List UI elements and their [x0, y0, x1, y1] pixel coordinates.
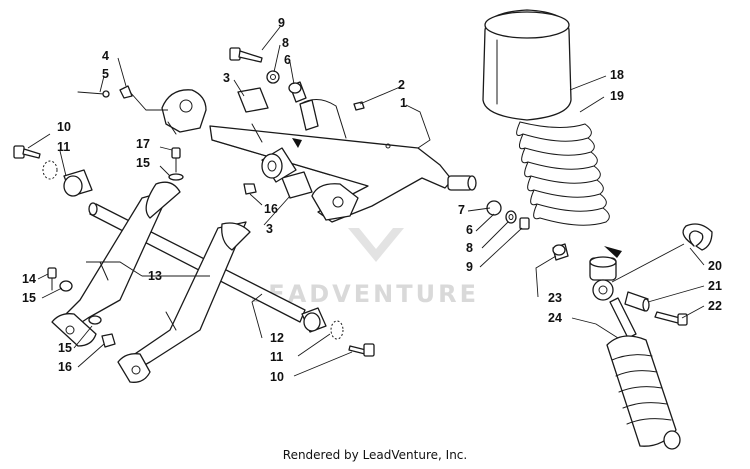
callout-8-right: 8: [466, 241, 473, 255]
shock-spring-part-19: [516, 121, 610, 226]
shock-absorber: [482, 9, 713, 450]
callout-22: 22: [708, 299, 722, 313]
callout-15-lower: 15: [58, 341, 72, 355]
callout-15-left: 15: [22, 291, 36, 305]
callout-6-top: 6: [284, 53, 291, 67]
credit-text: Rendered by LeadVenture, Inc.: [282, 448, 468, 462]
callout-24: 24: [548, 311, 562, 325]
bolt-part-14: [47, 267, 57, 291]
callout-21: 21: [708, 279, 722, 293]
callout-2: 2: [398, 78, 405, 92]
washer-part-11-left: [42, 160, 58, 180]
callout-10-right: 10: [270, 370, 284, 384]
nut-part-16-upper: [243, 183, 257, 195]
callout-1: 1: [400, 96, 407, 110]
shock-rod-part-24: [609, 297, 637, 339]
torque-arm-part-13-right: [117, 221, 251, 383]
callout-3-top: 3: [223, 71, 230, 85]
shock-body: [606, 335, 681, 450]
callout-7: 7: [458, 203, 465, 217]
callouts: 9 8 6 4 5 3 2 1 10 11 17 15 16 3 7 6 8 9…: [22, 16, 722, 384]
bushing-part-6-upper: [288, 81, 307, 103]
bushing-part-12-left: [63, 169, 93, 197]
callout-11-left: 11: [57, 140, 70, 154]
arrow-marker-icon: [604, 246, 622, 258]
washer-part-8-upper: [266, 70, 280, 84]
arm-bushing-sleeve: [261, 147, 297, 183]
callout-16-upper: 16: [264, 202, 278, 216]
a-arm-ball-joint: [447, 175, 477, 191]
callout-9-right: 9: [466, 260, 473, 274]
cotter-pin-part-5: [77, 90, 110, 98]
bushing-part-3-lower: [281, 171, 313, 199]
retaining-clip-part-20: [682, 223, 713, 251]
washer-part-15-left: [59, 280, 73, 292]
a-arm-part-1: [209, 99, 477, 223]
callout-9-top: 9: [278, 16, 285, 30]
callout-14: 14: [22, 272, 36, 286]
bushing-part-3-upper: [237, 87, 269, 113]
callout-5: 5: [102, 67, 109, 81]
arrow-marker-icon-2: [292, 138, 302, 148]
callout-17: 17: [136, 137, 150, 151]
bolt-part-9-upper: [229, 47, 263, 63]
bushing-part-23: [552, 243, 569, 261]
washer-part-11-right: [330, 320, 344, 340]
pivot-bracket-lower: [311, 183, 359, 221]
watermark: LEADVENTURE: [250, 228, 476, 308]
callout-11-right: 11: [270, 350, 283, 364]
grease-fitting-part-2: [353, 101, 365, 111]
washer-part-15-upper: [168, 173, 184, 181]
shock-upper-eye: [589, 256, 617, 301]
pivot-bracket-part-3: [161, 89, 207, 135]
bolt-part-9-right: [519, 217, 530, 230]
bolt-part-10-right: [348, 343, 375, 357]
callout-8-top: 8: [282, 36, 289, 50]
bushing-part-12-right: [301, 307, 327, 333]
callout-23: 23: [548, 291, 562, 305]
pin-part-4: [119, 85, 133, 99]
callout-3-lower: 3: [266, 222, 273, 236]
bolt-part-17: [171, 147, 181, 173]
bolt-part-22: [654, 311, 688, 326]
nut-part-16-lower: [101, 333, 116, 348]
callout-12: 12: [270, 331, 284, 345]
leader-lines: [27, 26, 705, 377]
torque-arm-part-13-left: [51, 181, 181, 347]
callout-18: 18: [610, 68, 624, 82]
callout-10-left: 10: [57, 120, 71, 134]
callout-13: 13: [148, 269, 162, 283]
bolt-part-10-left: [13, 145, 41, 159]
washer-part-15-lower: [88, 315, 102, 325]
callout-20: 20: [708, 259, 722, 273]
callout-16-lower: 16: [58, 360, 72, 374]
callout-19: 19: [610, 89, 624, 103]
washer-part-8-right: [505, 210, 517, 224]
callout-4: 4: [102, 49, 109, 63]
sleeve-part-21: [624, 291, 650, 312]
callout-6-right: 6: [466, 223, 473, 237]
shock-boot-part-18: [482, 9, 572, 121]
callout-15-upper: 15: [136, 156, 150, 170]
